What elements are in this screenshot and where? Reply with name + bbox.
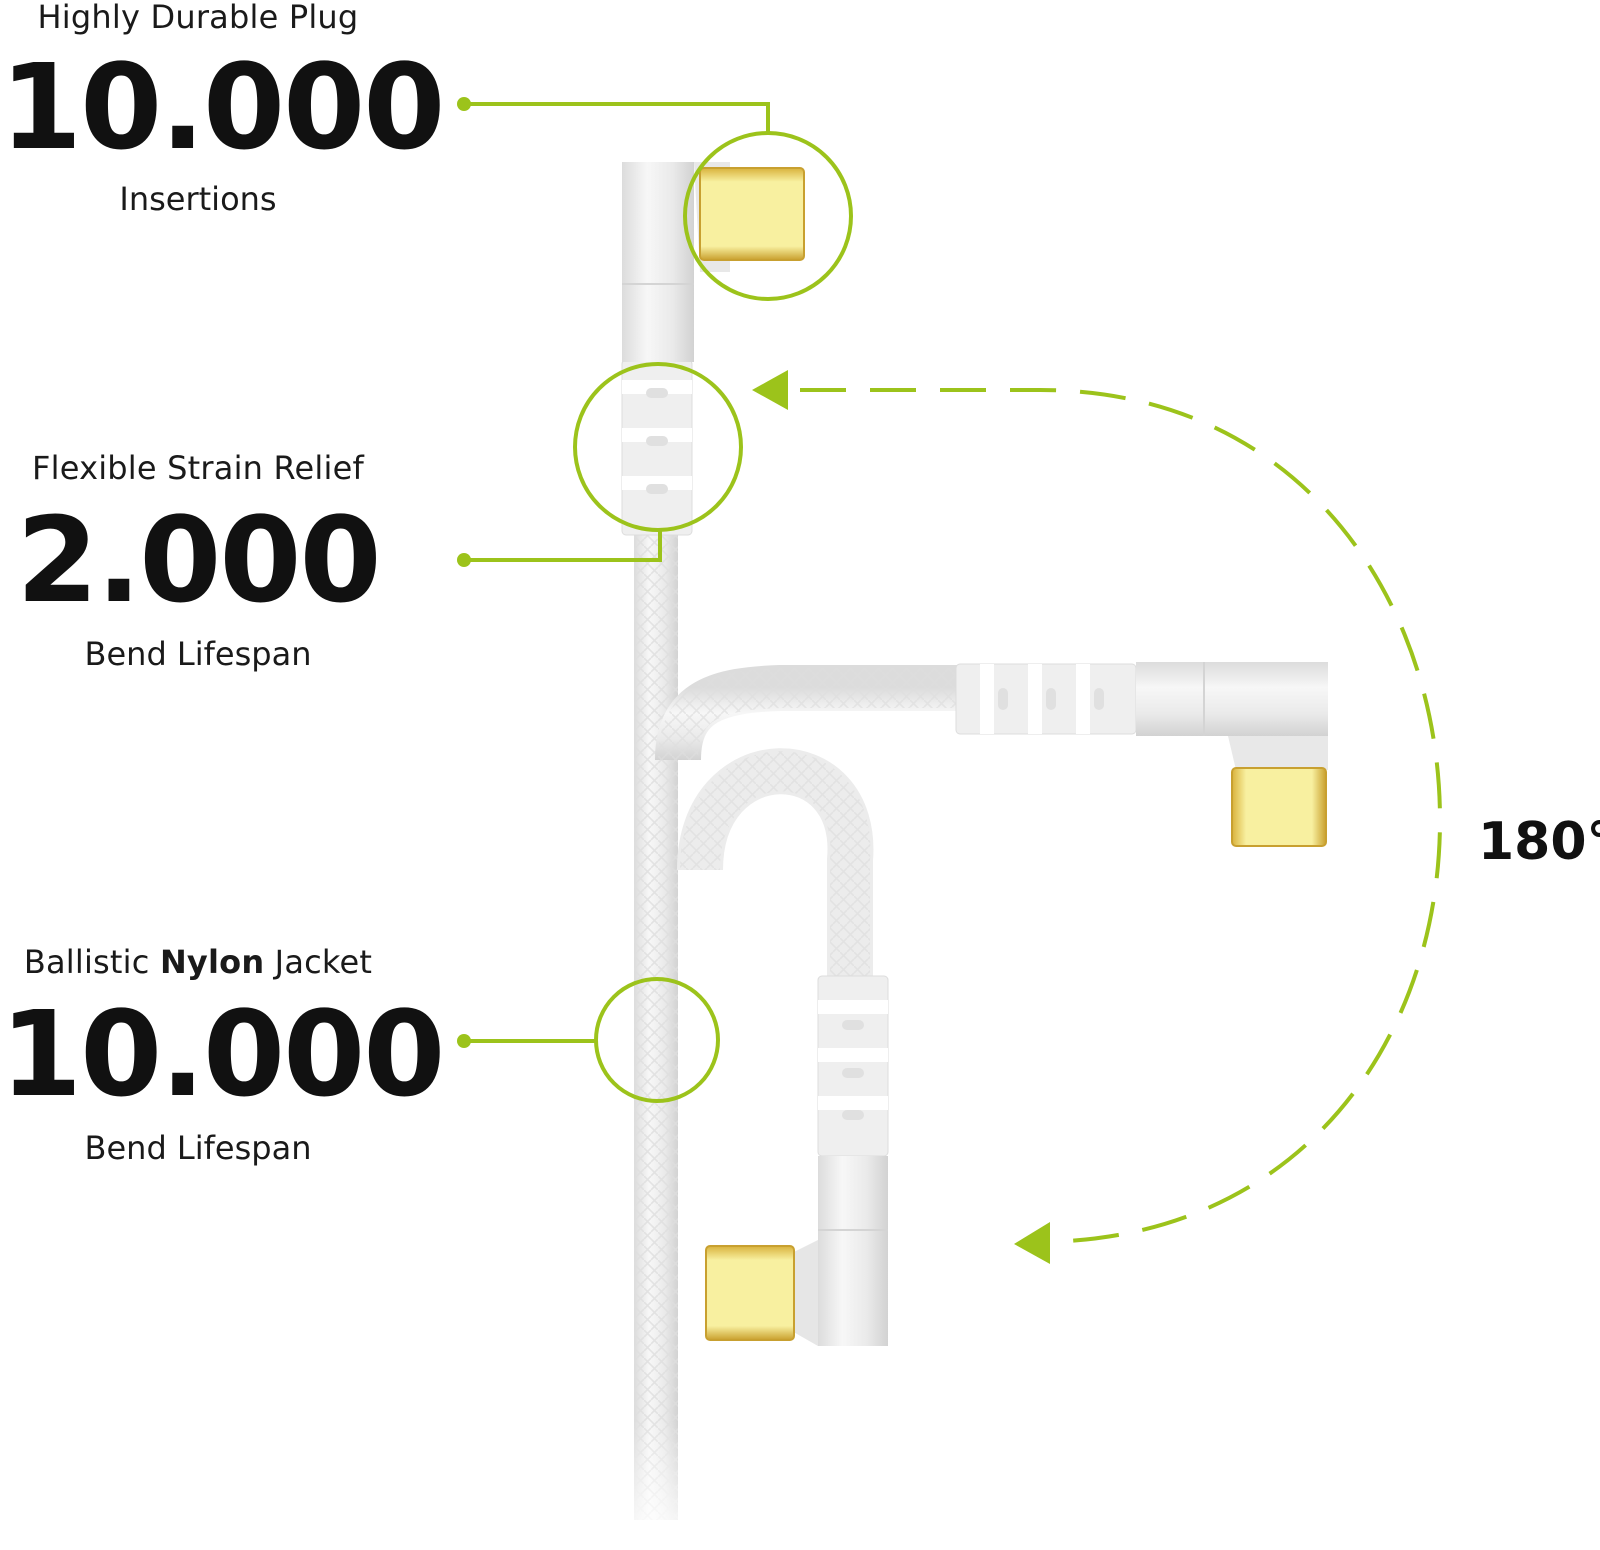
feature-plug-title: Highly Durable Plug (37, 0, 359, 36)
highlight-ring-plug (683, 131, 853, 301)
feature-plug-unit: Insertions (119, 180, 277, 218)
feature-strain-value: 2.000 (16, 491, 381, 629)
feature-strain-title: Flexible Strain Relief (32, 449, 364, 487)
bent-cable (655, 662, 1328, 1346)
feature-jacket-unit: Bend Lifespan (84, 1129, 312, 1167)
feature-strain-relief: Flexible Strain Relief 2.000 Bend Lifesp… (0, 449, 396, 673)
main-cable (620, 162, 805, 1550)
callout-plug (457, 97, 853, 301)
feature-plug: Highly Durable Plug 10.000 Insertions (0, 0, 445, 218)
highlight-ring-strain (573, 362, 743, 532)
feature-jacket-title-suffix: Jacket (264, 943, 373, 981)
feature-plug-value: 10.000 (0, 38, 445, 176)
feature-jacket-title: Ballistic Nylon Jacket (0, 943, 396, 981)
feature-jacket-value: 10.000 (0, 985, 445, 1123)
feature-strain-unit: Bend Lifespan (84, 635, 312, 673)
rotation-arrow-icon (752, 370, 1443, 1264)
highlight-ring-jacket (594, 977, 720, 1103)
feature-jacket-title-bold: Nylon (159, 943, 265, 981)
callout-jacket (457, 977, 720, 1103)
feature-jacket-title-prefix: Ballistic (23, 943, 160, 981)
rotation-angle-label: 180° (1478, 812, 1600, 872)
callout-strain-relief (457, 362, 743, 567)
feature-jacket: Ballistic Nylon Jacket 10.000 Bend Lifes… (0, 943, 445, 1167)
